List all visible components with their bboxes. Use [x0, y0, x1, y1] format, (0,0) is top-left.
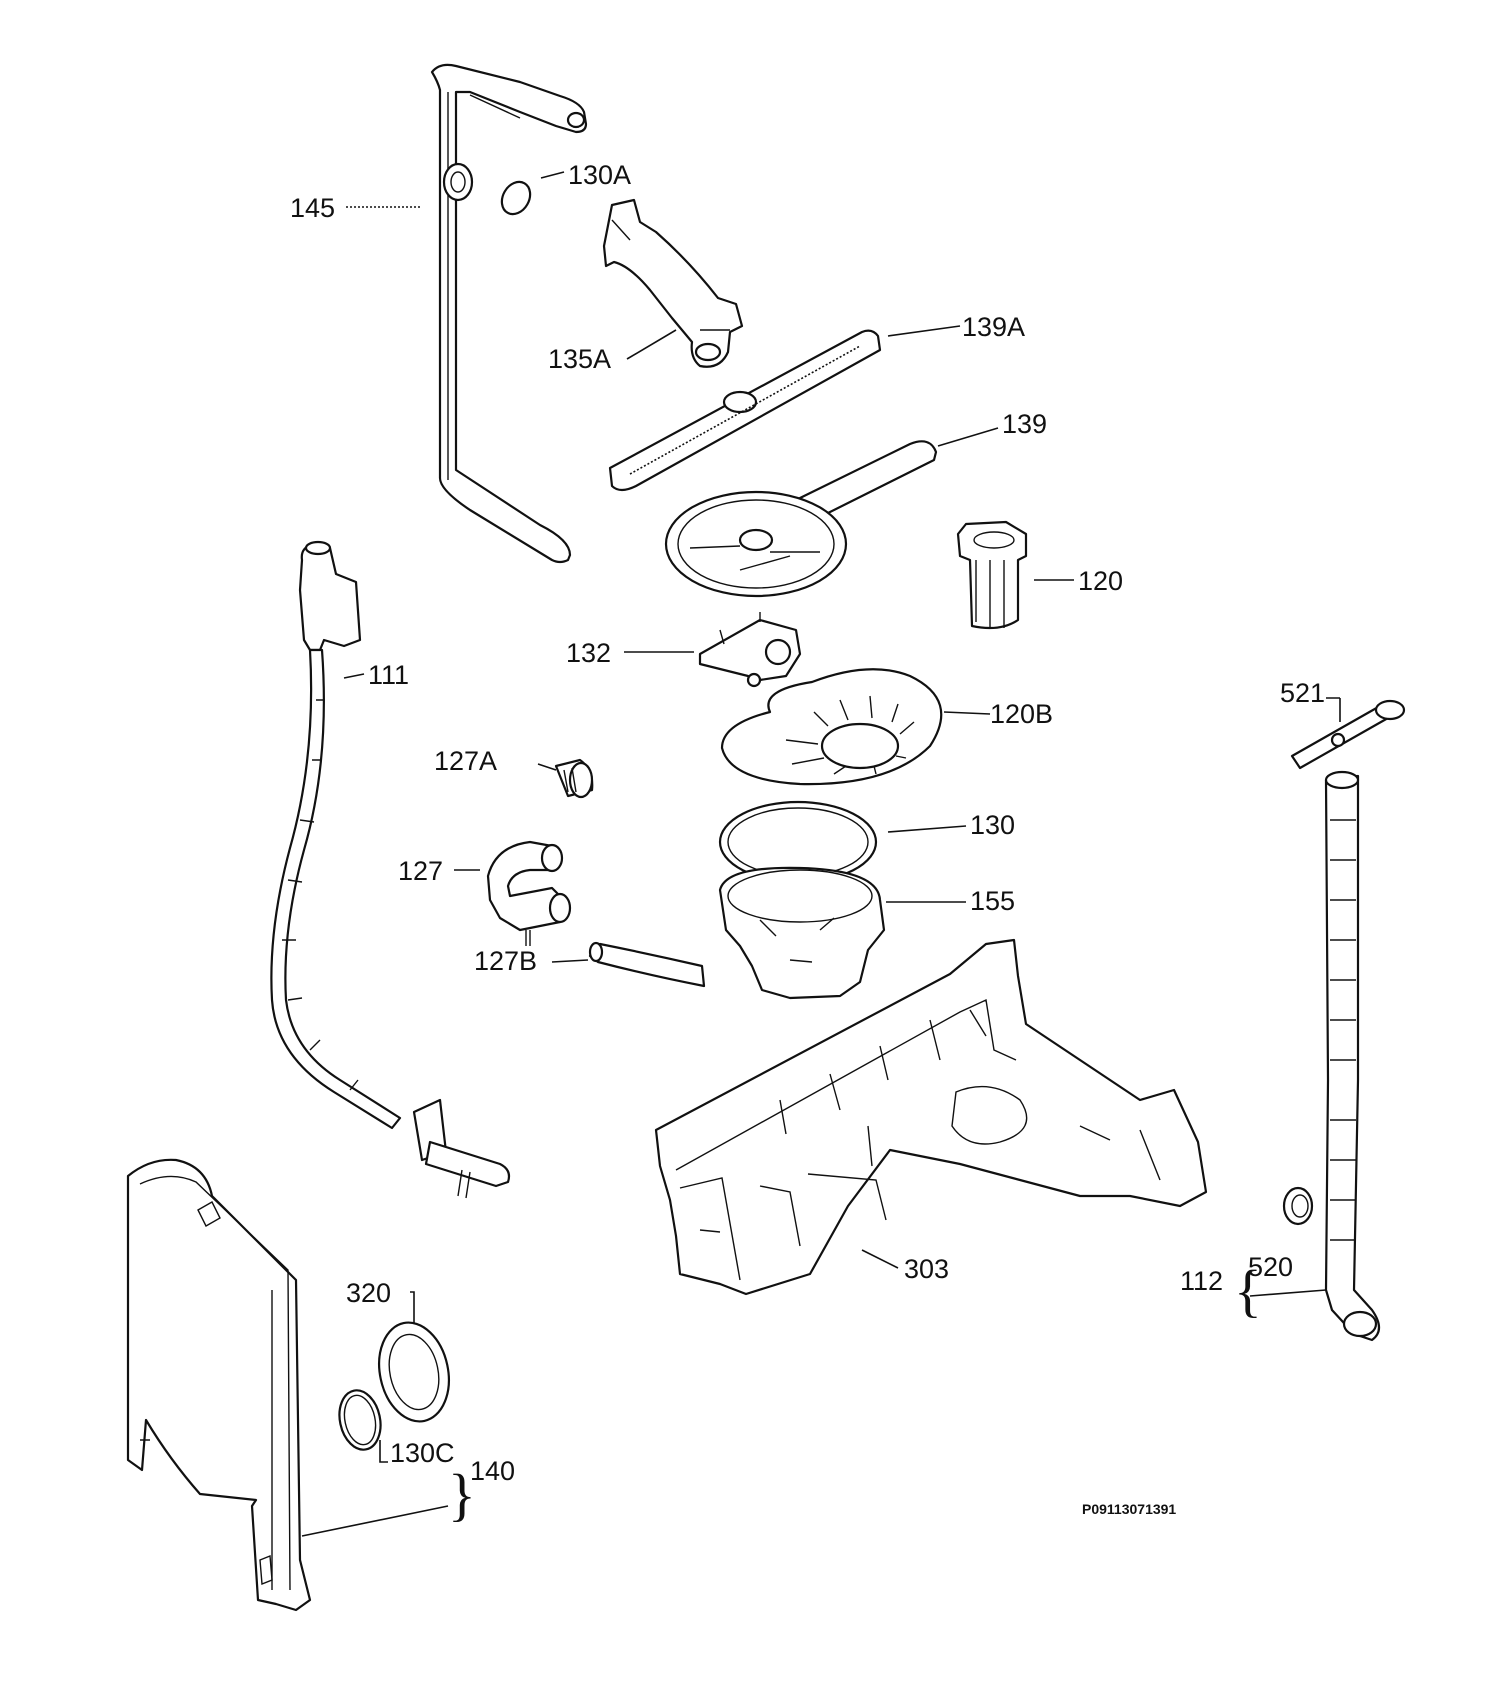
callout-130C: 130C	[390, 1438, 455, 1468]
callout-135A: 135A	[548, 344, 611, 374]
brace-140: }	[448, 1462, 476, 1527]
part-120-filter[interactable]	[956, 520, 1028, 630]
part-127B-hose[interactable]	[588, 941, 706, 988]
part-120B-filter-plate[interactable]	[720, 668, 943, 786]
callout-127B: 127B	[474, 946, 537, 976]
part-112-drain-hose[interactable]	[1324, 770, 1381, 1342]
callout-112: 112	[1180, 1266, 1223, 1296]
part-127A-connector[interactable]	[554, 758, 594, 799]
part-139A-spray-bar[interactable]	[608, 329, 882, 492]
callout-111: 111	[368, 660, 409, 690]
callout-145: 145	[290, 193, 335, 223]
part-140-side-panel[interactable]	[126, 1158, 312, 1612]
drawing-code: P09113071391	[1082, 1501, 1176, 1517]
brace-112: {	[1234, 1258, 1262, 1323]
part-303-base-tray[interactable]	[654, 938, 1208, 1296]
callout-139A: 139A	[962, 312, 1025, 342]
callout-130: 130	[970, 810, 1015, 840]
callout-127: 127	[398, 856, 443, 886]
callout-132: 132	[566, 638, 611, 668]
part-135A-bracket[interactable]	[602, 198, 744, 368]
callout-155: 155	[970, 886, 1015, 916]
part-145-supply-tube[interactable]	[430, 63, 588, 564]
callout-320: 320	[346, 1278, 391, 1308]
part-139-spray-arm[interactable]	[664, 440, 938, 598]
part-130C-o-ring[interactable]	[334, 1386, 386, 1453]
part-320-seal-ring[interactable]	[370, 1316, 457, 1428]
part-155-sump[interactable]	[718, 866, 886, 1000]
part-111-inlet-hose[interactable]	[270, 540, 511, 1199]
callout-520: 520	[1248, 1252, 1293, 1282]
callout-130A: 130A	[568, 160, 631, 190]
callout-120B: 120B	[990, 699, 1053, 729]
leader-lines	[301, 171, 1341, 1537]
callout-120: 120	[1078, 566, 1123, 596]
part-521-clip[interactable]	[1290, 699, 1406, 770]
callout-127A: 127A	[434, 746, 497, 776]
callout-521: 521	[1280, 678, 1325, 708]
callout-303: 303	[904, 1254, 949, 1284]
callout-140: 140	[470, 1456, 515, 1486]
part-132-bracket[interactable]	[698, 612, 802, 688]
callout-139: 139	[1002, 409, 1047, 439]
part-520-seal-ring[interactable]	[1282, 1186, 1314, 1226]
part-130A-o-ring[interactable]	[496, 177, 536, 219]
part-127-pipe[interactable]	[486, 840, 572, 946]
